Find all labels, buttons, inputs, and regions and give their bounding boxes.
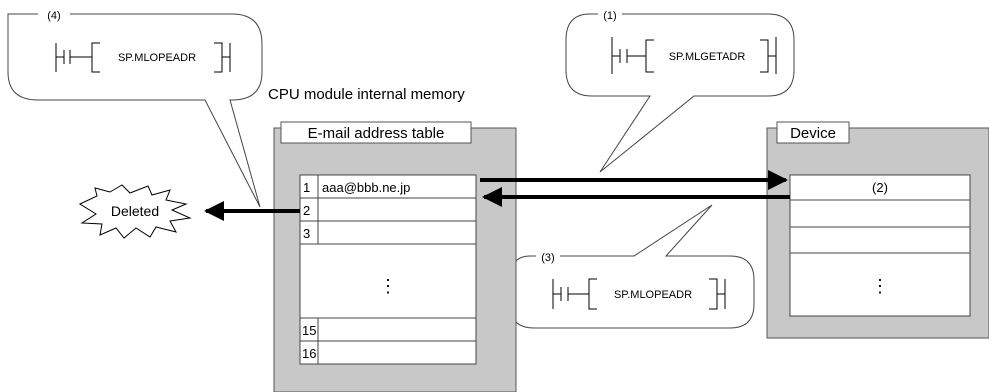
row-number: 15 (302, 323, 316, 338)
burst-shape (78, 184, 192, 239)
row-number: 2 (303, 203, 310, 218)
callout-1-number: (1) (603, 10, 616, 22)
row-number: 16 (302, 346, 316, 361)
callout-3-instruction: SP.MLOPEADR (614, 289, 692, 301)
table-row (299, 317, 477, 342)
callout-3-number: (3) (541, 252, 554, 264)
callout-1-instruction: SP.MLGETADR (669, 51, 746, 63)
callout-1: (1) SP.MLGETADR (565, 10, 795, 173)
device-ellipsis: ⋮ (871, 276, 889, 296)
ladder-contact-3 (552, 278, 726, 310)
table-row (299, 197, 477, 222)
device-title: Device (790, 125, 836, 142)
table-row (299, 220, 477, 245)
callout-4-instruction: SP.MLOPEADR (118, 52, 196, 64)
email-table-title: E-mail address table (308, 125, 445, 142)
email-address-table: E-mail address table 1 aaa@bbb.ne.jp 2 3… (273, 121, 517, 392)
memory-label: CPU module internal memory (268, 86, 465, 103)
device-row (789, 174, 971, 201)
row-value: aaa@bbb.ne.jp (322, 180, 410, 195)
row-number: 3 (303, 226, 310, 241)
row-number: 1 (303, 180, 310, 195)
deleted-label: Deleted (111, 203, 159, 219)
email-table-title-box (280, 121, 472, 144)
callout-4-number: (4) (47, 10, 60, 22)
device-row (789, 226, 971, 254)
device-row-label: (2) (872, 180, 888, 195)
callout-4: (4) SP.MLOPEADR (7, 10, 263, 208)
device-title-box (776, 121, 850, 144)
device-panel: Device (2) ⋮ (766, 121, 989, 339)
ladder-contact-1 (611, 37, 777, 74)
deleted-burst: Deleted (78, 184, 192, 239)
device-row (789, 199, 971, 228)
table-row (299, 340, 477, 365)
ladder-contact-4 (55, 42, 231, 73)
callout-3: (3) SP.MLOPEADR (509, 204, 755, 329)
table-ellipsis: ⋮ (379, 276, 397, 296)
table-gap-row (299, 243, 477, 319)
device-gap-row (789, 252, 971, 317)
